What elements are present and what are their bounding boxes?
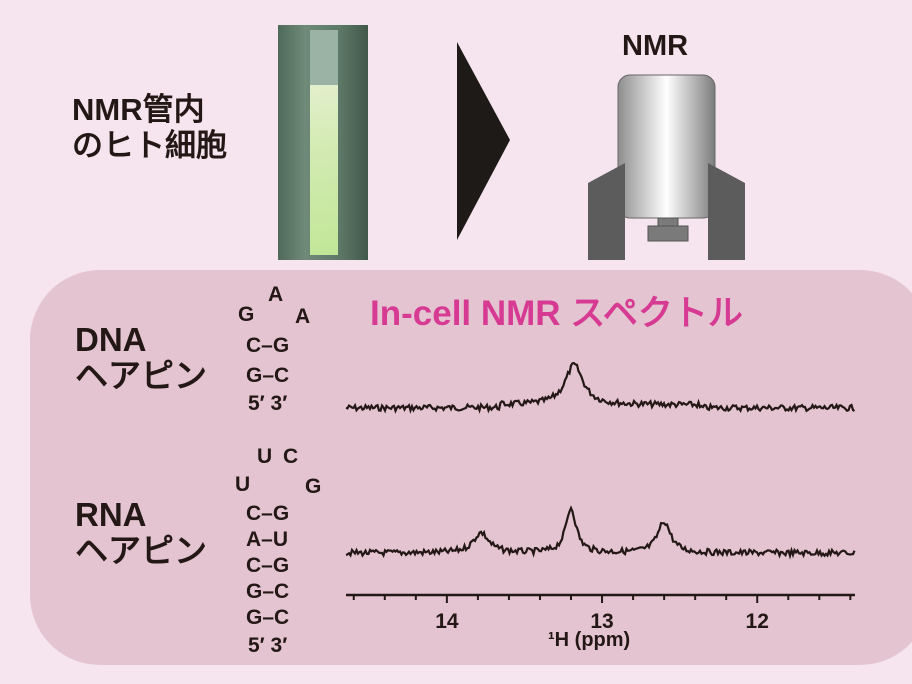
rna-loop-u: U	[257, 445, 273, 468]
tube-top	[310, 30, 338, 85]
rna-label-line2: ヘアピン	[75, 532, 207, 569]
cell-suspension	[310, 85, 338, 255]
rna-label: RNA ヘアピン	[75, 497, 207, 569]
arrow-icon	[457, 42, 510, 240]
x-tick-label: 12	[746, 610, 769, 633]
rna-pair: G–C	[246, 580, 290, 603]
rna-label-line1: RNA	[75, 496, 147, 533]
rna-loop-c: C	[283, 445, 299, 468]
instrument-label: NMR	[622, 30, 689, 62]
sample-label: NMR管内 のヒト細胞	[72, 92, 227, 164]
dna-ends: 5′ 3′	[248, 392, 288, 415]
dna-pair: G–C	[246, 364, 290, 387]
dna-loop-g: G	[238, 303, 255, 326]
dna-label: DNA ヘアピン	[75, 322, 207, 394]
panel-title: In-cell NMR スペクトル	[370, 294, 743, 333]
rna-pair: C–G	[246, 554, 290, 577]
spectrum-trace-rna	[345, 505, 856, 560]
spectrum-trace-dna	[345, 361, 856, 414]
rna-pair: C–G	[246, 502, 290, 525]
rna-pair: A–U	[246, 528, 289, 551]
rna-ends: 5′ 3′	[248, 634, 288, 657]
dna-label-line1: DNA	[75, 321, 147, 358]
rna-loop-u2: U	[235, 473, 251, 496]
sample-label-line2: のヒト細胞	[72, 128, 227, 163]
x-tick-label: 14	[435, 610, 459, 633]
dna-loop-a: A	[295, 305, 311, 328]
x-tick-label: 13	[590, 610, 613, 633]
dna-pair: C–G	[246, 334, 290, 357]
sample-label-line1: NMR管内	[72, 92, 205, 127]
dna-loop-a-top: A	[268, 283, 284, 306]
rna-pair: G–C	[246, 606, 290, 629]
x-axis-label: ¹H (ppm)	[548, 629, 631, 651]
dna-label-line2: ヘアピン	[75, 357, 207, 394]
nmr-tube-photo	[278, 25, 368, 260]
nmr-magnet-icon	[588, 74, 745, 260]
spectra-panel	[30, 270, 912, 665]
rna-loop-g: G	[305, 475, 322, 498]
